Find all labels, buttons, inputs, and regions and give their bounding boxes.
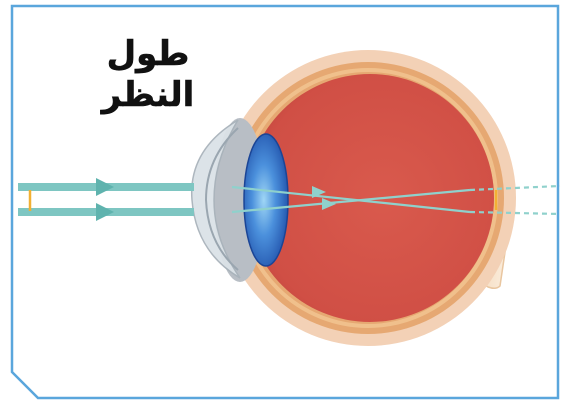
- arrow-right-icon: [96, 203, 114, 221]
- incoming-rays: [18, 178, 194, 221]
- crystalline-lens: [244, 134, 288, 266]
- diagram-title: طول النظر: [58, 34, 238, 116]
- arrow-right-icon: [96, 178, 114, 196]
